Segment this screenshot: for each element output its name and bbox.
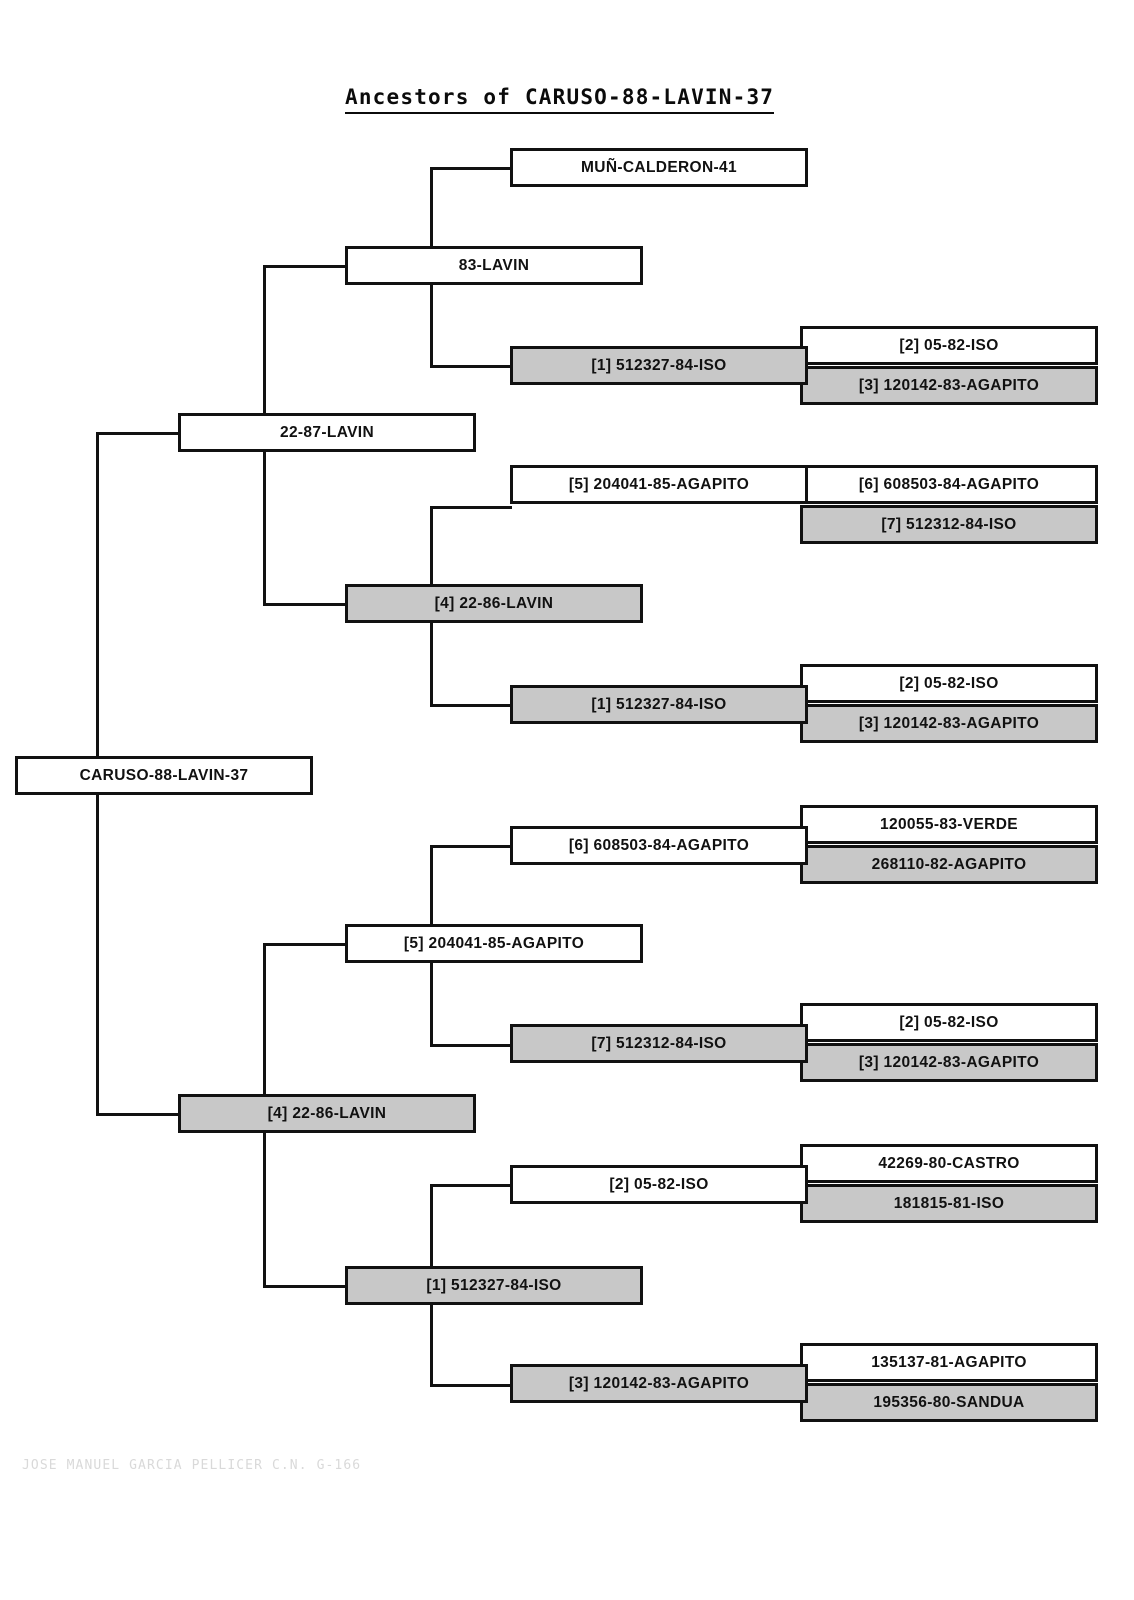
node-label: [2] 05-82-ISO: [609, 1175, 709, 1193]
node-gen4-h[interactable]: [3] 120142-83-AGAPITO: [510, 1364, 808, 1403]
connector-root-to-father: [96, 432, 181, 435]
node-gen5-f[interactable]: [3] 120142-83-AGAPITO: [800, 704, 1098, 743]
page-title: Ancestors of CARUSO-88-LAVIN-37: [345, 85, 775, 114]
connector-g2father-to-83lavin: [263, 265, 348, 268]
node-label: 135137-81-AGAPITO: [871, 1353, 1027, 1371]
node-gen3-b[interactable]: [4] 22-86-LAVIN: [345, 584, 643, 623]
connector-g3c-to-608503: [430, 845, 512, 848]
node-label: [4] 22-86-LAVIN: [434, 594, 554, 612]
node-gen4-a[interactable]: MUÑ-CALDERON-41: [510, 148, 808, 187]
node-gen5-j[interactable]: [3] 120142-83-AGAPITO: [800, 1043, 1098, 1082]
connector-g2mother-to-204041: [263, 943, 348, 946]
node-gen3-a[interactable]: 83-LAVIN: [345, 246, 643, 285]
node-label: [1] 512327-84-ISO: [426, 1276, 562, 1294]
node-label: 83-LAVIN: [458, 256, 530, 274]
node-gen4-c[interactable]: [5] 204041-85-AGAPITO: [510, 465, 808, 504]
connector-g3b-to-512327: [430, 704, 512, 707]
connector-83lavin-to-mun: [430, 167, 512, 170]
node-gen5-g[interactable]: 120055-83-VERDE: [800, 805, 1098, 844]
node-label: [3] 120142-83-AGAPITO: [858, 376, 1040, 394]
node-label: [3] 120142-83-AGAPITO: [568, 1374, 750, 1392]
node-label: [6] 608503-84-AGAPITO: [568, 836, 750, 854]
connector-root-vertical: [96, 432, 99, 778]
connector-g3c-to-512312: [430, 1044, 512, 1047]
node-gen4-e[interactable]: [6] 608503-84-AGAPITO: [510, 826, 808, 865]
node-gen5-k[interactable]: 42269-80-CASTRO: [800, 1144, 1098, 1183]
node-label: [2] 05-82-ISO: [899, 336, 999, 354]
node-label: MUÑ-CALDERON-41: [581, 158, 737, 176]
node-gen5-c[interactable]: [6] 608503-84-AGAPITO: [800, 465, 1098, 504]
node-label: 42269-80-CASTRO: [878, 1154, 1020, 1172]
node-gen5-h[interactable]: 268110-82-AGAPITO: [800, 845, 1098, 884]
node-label: [1] 512327-84-ISO: [591, 356, 727, 374]
node-gen5-n[interactable]: 195356-80-SANDUA: [800, 1383, 1098, 1422]
connector-root-vertical-lower: [96, 775, 99, 1115]
node-label: [4] 22-86-LAVIN: [267, 1104, 387, 1122]
node-gen5-m[interactable]: 135137-81-AGAPITO: [800, 1343, 1098, 1382]
node-gen4-g[interactable]: [2] 05-82-ISO: [510, 1165, 808, 1204]
node-gen2-father[interactable]: 22-87-LAVIN: [178, 413, 476, 452]
connector-g2mother-to-512327: [263, 1285, 348, 1288]
node-label: [3] 120142-83-AGAPITO: [858, 1053, 1040, 1071]
node-gen3-c[interactable]: [5] 204041-85-AGAPITO: [345, 924, 643, 963]
node-gen5-b[interactable]: [3] 120142-83-AGAPITO: [800, 366, 1098, 405]
node-label: [3] 120142-83-AGAPITO: [858, 714, 1040, 732]
node-label: [2] 05-82-ISO: [899, 1013, 999, 1031]
node-label: CARUSO-88-LAVIN-37: [79, 766, 249, 784]
author-credit: JOSE MANUEL GARCIA PELLICER C.N. G-166: [22, 1458, 362, 1473]
node-gen4-d[interactable]: [1] 512327-84-ISO: [510, 685, 808, 724]
node-gen5-i[interactable]: [2] 05-82-ISO: [800, 1003, 1098, 1042]
node-label: [7] 512312-84-ISO: [591, 1034, 727, 1052]
node-label: [2] 05-82-ISO: [899, 674, 999, 692]
node-label: [7] 512312-84-ISO: [881, 515, 1017, 533]
connector-g3d-to-0582: [430, 1184, 512, 1187]
connector-g3b-to-204041: [430, 506, 512, 509]
node-gen4-b[interactable]: [1] 512327-84-ISO: [510, 346, 808, 385]
connector-g3d-to-120142: [430, 1384, 512, 1387]
node-label: [6] 608503-84-AGAPITO: [858, 475, 1040, 493]
node-gen5-l[interactable]: 181815-81-ISO: [800, 1184, 1098, 1223]
node-root[interactable]: CARUSO-88-LAVIN-37: [15, 756, 313, 795]
connector-g2father-to-2286lavin: [263, 603, 348, 606]
connector-root-to-mother: [96, 1113, 181, 1116]
node-gen5-a[interactable]: [2] 05-82-ISO: [800, 326, 1098, 365]
node-label: 181815-81-ISO: [893, 1194, 1005, 1212]
connector-83lavin-to-512327: [430, 365, 512, 368]
node-gen2-mother[interactable]: [4] 22-86-LAVIN: [178, 1094, 476, 1133]
node-label: [5] 204041-85-AGAPITO: [568, 475, 750, 493]
node-label: [1] 512327-84-ISO: [591, 695, 727, 713]
node-label: 120055-83-VERDE: [880, 815, 1018, 833]
node-label: [5] 204041-85-AGAPITO: [403, 934, 585, 952]
node-label: 195356-80-SANDUA: [873, 1393, 1025, 1411]
node-label: 22-87-LAVIN: [279, 423, 374, 441]
node-label: 268110-82-AGAPITO: [871, 855, 1027, 873]
node-gen5-d[interactable]: [7] 512312-84-ISO: [800, 505, 1098, 544]
node-gen5-e[interactable]: [2] 05-82-ISO: [800, 664, 1098, 703]
node-gen4-f[interactable]: [7] 512312-84-ISO: [510, 1024, 808, 1063]
node-gen3-d[interactable]: [1] 512327-84-ISO: [345, 1266, 643, 1305]
